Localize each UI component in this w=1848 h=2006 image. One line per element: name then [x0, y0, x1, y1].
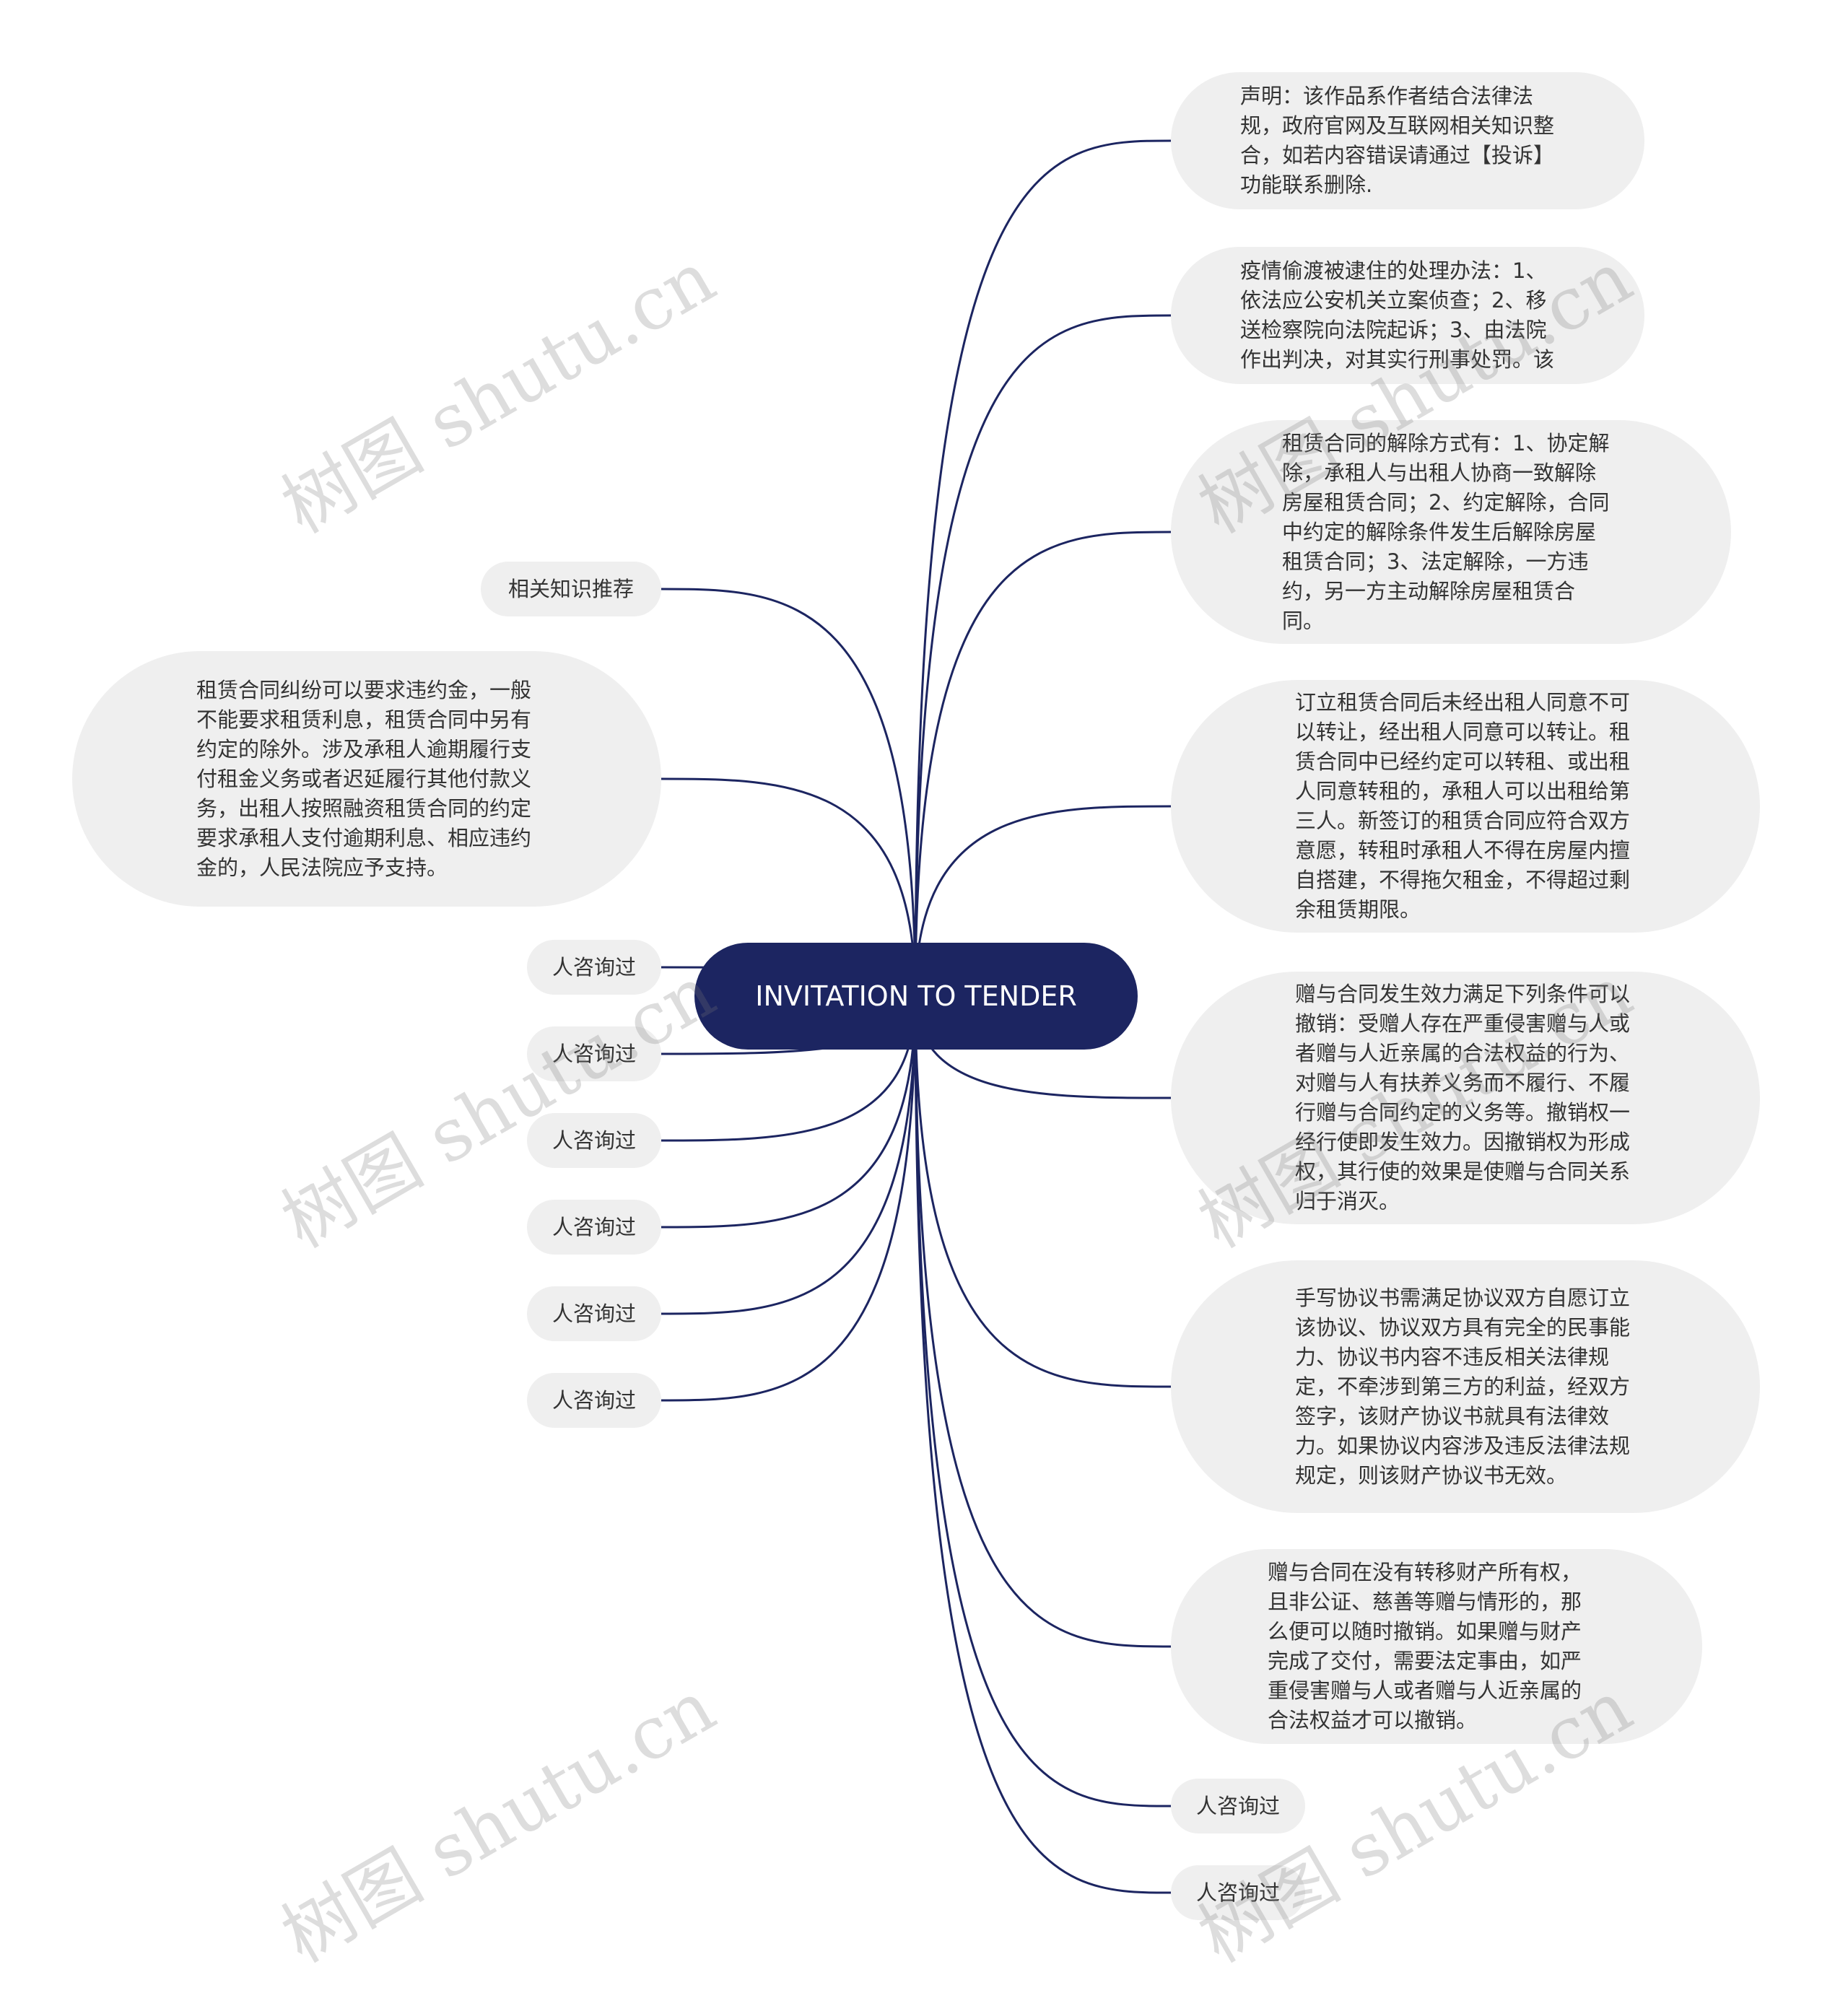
- node-text: 声明：该作品系作者结合法律法规，政府官网及互联网相关知识整合，如若内容错误请通过…: [1240, 84, 1555, 197]
- right-node-gift-revocation[interactable]: 赠与合同发生效力满足下列条件可以撤销：受赠人存在严重侵害赠与人或者赠与人近亲属的…: [1171, 972, 1760, 1224]
- left-node-related[interactable]: 相关知识推荐: [481, 562, 661, 616]
- left-node-lease-dispute[interactable]: 租赁合同纠纷可以要求违约金，一般不能要求租赁利息，租赁合同中另有约定的除外。涉及…: [72, 651, 661, 907]
- root-label: INVITATION TO TENDER: [755, 980, 1077, 1012]
- left-node-consulted-4[interactable]: 人咨询过: [527, 1200, 661, 1255]
- connector-line: [914, 995, 1172, 1648]
- root-node[interactable]: INVITATION TO TENDER: [694, 943, 1138, 1050]
- node-text: 人咨询过: [552, 1128, 636, 1153]
- connector-line: [914, 995, 1172, 1894]
- node-text: 人咨询过: [552, 954, 636, 980]
- connector-line: [914, 531, 1172, 997]
- node-text: 租赁合同的解除方式有：1、协定解除，承租人与出租人协商一致解除房屋租赁合同；2、…: [1282, 430, 1610, 633]
- connector-line: [661, 995, 917, 1229]
- node-text: 赠与合同在没有转移财产所有权，且非公证、慈善等赠与情形的，那么便可以随时撤销。如…: [1268, 1560, 1582, 1732]
- left-node-consulted-5[interactable]: 人咨询过: [527, 1286, 661, 1341]
- right-node-smuggling[interactable]: 疫情偷渡被逮住的处理办法：1、依法应公安机关立案侦查；2、移送检察院向法院起诉；…: [1171, 247, 1644, 384]
- node-text: 人咨询过: [552, 1301, 636, 1326]
- connector-line: [661, 995, 917, 1402]
- connector-line: [914, 805, 1172, 997]
- connector-line: [661, 777, 917, 997]
- connector-line: [661, 995, 917, 1315]
- right-node-gift-contract[interactable]: 赠与合同在没有转移财产所有权，且非公证、慈善等赠与情形的，那么便可以随时撤销。如…: [1171, 1549, 1702, 1744]
- connector-line: [914, 995, 1172, 1807]
- node-text: 订立租赁合同后未经出租人同意不可以转让，经出租人同意可以转让。租赁合同中已经约定…: [1295, 690, 1631, 922]
- node-text: 相关知识推荐: [507, 576, 634, 601]
- right-node-consulted-2[interactable]: 人咨询过: [1171, 1865, 1305, 1920]
- left-node-consulted-1[interactable]: 人咨询过: [527, 940, 661, 995]
- connector-line: [914, 995, 1172, 1388]
- connector-line: [914, 139, 1172, 997]
- left-node-consulted-3[interactable]: 人咨询过: [527, 1113, 661, 1168]
- node-text: 人咨询过: [552, 1041, 636, 1066]
- node-text: 人咨询过: [1195, 1880, 1280, 1905]
- node-text: 疫情偷渡被逮住的处理办法：1、依法应公安机关立案侦查；2、移送检察院向法院起诉；…: [1240, 258, 1555, 372]
- node-text: 赠与合同发生效力满足下列条件可以撤销：受赠人存在严重侵害赠与人或者赠与人近亲属的…: [1295, 982, 1631, 1213]
- connector-line: [914, 314, 1172, 997]
- right-node-consulted-1[interactable]: 人咨询过: [1171, 1779, 1305, 1833]
- left-node-consulted-6[interactable]: 人咨询过: [527, 1373, 661, 1428]
- node-text: 手写协议书需满足协议双方自愿订立该协议、协议双方具有完全的民事能力、协议书内容不…: [1295, 1285, 1631, 1488]
- right-node-sublease[interactable]: 订立租赁合同后未经出租人同意不可以转让，经出租人同意可以转让。租赁合同中已经约定…: [1171, 680, 1760, 933]
- right-node-handwritten-agreement[interactable]: 手写协议书需满足协议双方自愿订立该协议、协议双方具有完全的民事能力、协议书内容不…: [1171, 1260, 1760, 1513]
- node-text: 人咨询过: [1195, 1793, 1280, 1818]
- node-text: 租赁合同纠纷可以要求违约金，一般不能要求租赁利息，租赁合同中另有约定的除外。涉及…: [196, 677, 532, 880]
- right-node-disclaimer[interactable]: 声明：该作品系作者结合法律法规，政府官网及互联网相关知识整合，如若内容错误请通过…: [1171, 72, 1644, 209]
- node-text: 人咨询过: [552, 1214, 636, 1239]
- node-text: 人咨询过: [552, 1387, 636, 1413]
- right-node-lease-termination[interactable]: 租赁合同的解除方式有：1、协定解除，承租人与出租人协商一致解除房屋租赁合同；2、…: [1171, 420, 1731, 644]
- connector-line: [661, 588, 917, 997]
- left-node-consulted-2[interactable]: 人咨询过: [527, 1026, 661, 1081]
